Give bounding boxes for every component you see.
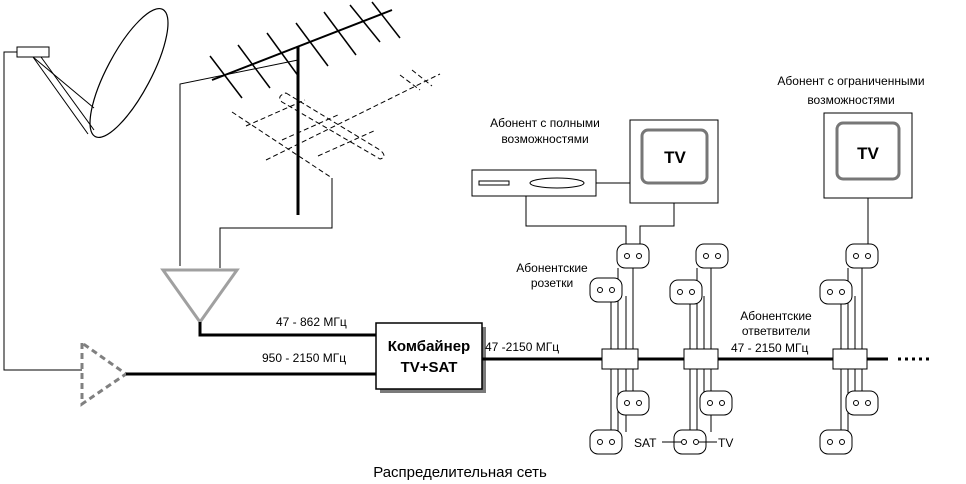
outlet-icon (589, 277, 623, 303)
diagram-caption: Распределительная сеть (373, 464, 547, 481)
outlet-icon (699, 390, 733, 416)
outlets-label-line1: Абонентские (516, 261, 588, 275)
full-subscriber-label-line2: возможностями (501, 132, 588, 146)
terrestrial-amplifier-icon (160, 268, 240, 325)
taps-label-line1: Абонентские (740, 309, 812, 323)
outlet-icon (589, 429, 623, 455)
satellite-amplifier-icon (80, 340, 129, 407)
taps-label-line2: ответвители (742, 324, 810, 338)
outlet-icon (845, 390, 879, 416)
tv-label: TV (664, 148, 686, 167)
tv-port-label: TV (718, 436, 733, 450)
tap-frequency-label: 47 - 2150 МГц (731, 341, 809, 355)
limited-subscriber-label-line2: возможностями (807, 93, 894, 107)
combiner-label-line1: Комбайнер (388, 338, 470, 355)
subscriber-tap (832, 348, 868, 370)
set-top-box-icon (471, 169, 597, 197)
satellite-frequency-label: 950 - 2150 МГц (262, 351, 346, 365)
outlet-icon (819, 279, 853, 305)
outlet-icon (616, 390, 650, 416)
limited-subscriber-label-line1: Абонент с ограниченными (777, 74, 924, 88)
terrestrial-frequency-label: 47 - 862 МГц (276, 315, 347, 329)
dish-cable (3, 51, 82, 371)
combiner-label-line2: TV+SAT (401, 359, 458, 376)
outlet-icon (695, 243, 729, 269)
outlet-icon (669, 279, 703, 305)
trunk-frequency-label: 47 -2150 МГц (485, 340, 559, 354)
stb-outlet-link (525, 196, 627, 244)
terrestrial-feed-line (198, 322, 376, 337)
sat-tv-outlet-icon (662, 429, 717, 455)
tv-set-icon (629, 119, 719, 204)
terrestrial-antenna-icon (179, 1, 401, 266)
antenna-cable (219, 178, 333, 268)
tv-label: TV (857, 144, 879, 163)
tv-outlet-link (639, 203, 675, 244)
secondary-antenna-icon (231, 69, 441, 179)
outlet-icon (616, 243, 650, 269)
outlets-label-line2: розетки (531, 276, 573, 290)
satellite-dish-icon (16, 7, 169, 139)
tv-set-icon (823, 112, 913, 199)
outlet-icon (845, 243, 879, 269)
full-subscriber-label-line1: Абонент с полными (490, 116, 600, 130)
subscriber-tap (601, 348, 639, 370)
combiner-box (375, 322, 483, 390)
outlet-icon (819, 429, 853, 455)
sat-port-label: SAT (634, 436, 657, 450)
subscriber-tap (683, 348, 719, 370)
